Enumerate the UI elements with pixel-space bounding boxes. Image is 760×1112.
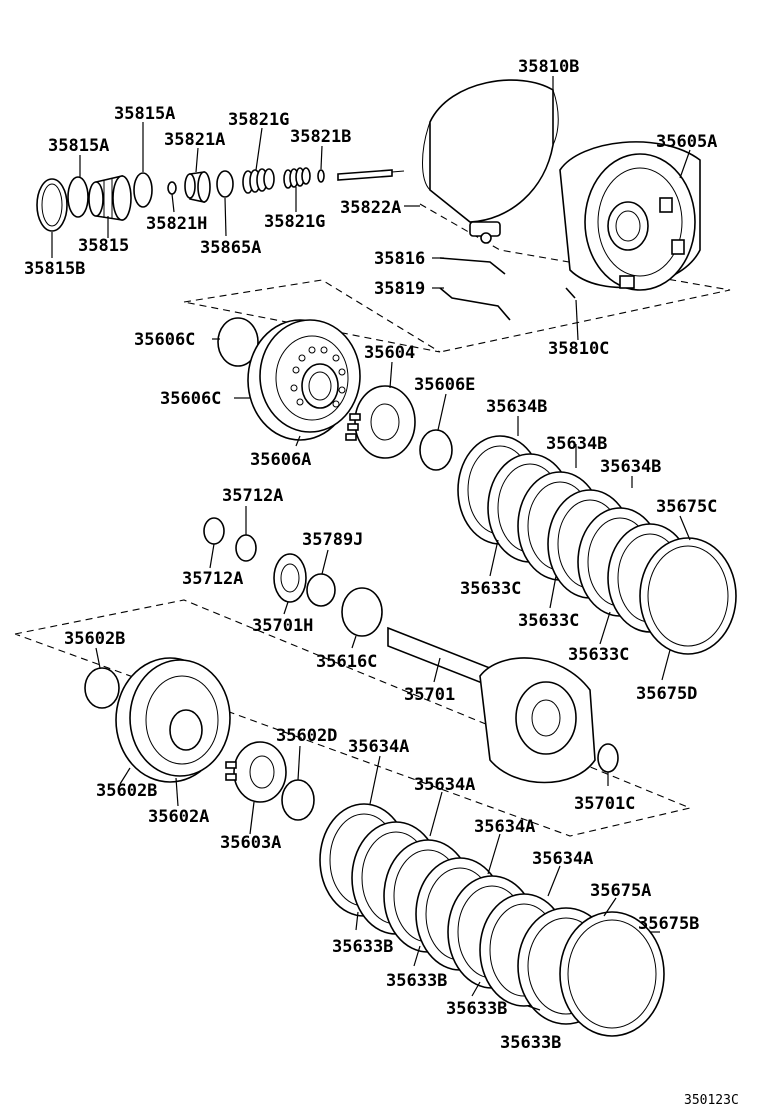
label-35865A: 35865A [200, 238, 261, 258]
snap-ring-35602D [281, 779, 315, 821]
clutch-piston-35602A [115, 657, 231, 783]
label-35633C-1: 35633C [460, 579, 521, 599]
label-35634B-3: 35634B [600, 457, 661, 477]
label-35606A: 35606A [250, 450, 311, 470]
label-35633C-3: 35633C [568, 645, 629, 665]
label-35604: 35604 [364, 343, 415, 363]
label-35712A-bot: 35712A [182, 569, 243, 589]
servo-piston-35821A [184, 171, 211, 203]
label-35606C-top: 35606C [134, 330, 195, 350]
label-35821H: 35821H [146, 214, 207, 234]
washer-35789J [306, 573, 336, 607]
label-35810C: 35810C [548, 339, 609, 359]
label-35634B-2: 35634B [546, 434, 607, 454]
label-35602D: 35602D [276, 726, 337, 746]
label-35633B-3: 35633B [446, 999, 507, 1019]
drum-35605A [559, 141, 701, 291]
label-35616C: 35616C [316, 652, 377, 672]
label-35633B-4: 35633B [500, 1033, 561, 1053]
snap-ring-35606E [419, 429, 453, 471]
ring-35865A [216, 170, 234, 198]
label-35634A-4: 35634A [532, 849, 593, 869]
label-35675D: 35675D [636, 684, 697, 704]
pin-35810C [565, 287, 576, 299]
label-35815: 35815 [78, 236, 129, 256]
label-35821G-top: 35821G [228, 110, 289, 130]
spring-retainer-35603A [225, 741, 287, 803]
label-35701C: 35701C [574, 794, 635, 814]
label-35633B-2: 35633B [386, 971, 447, 991]
thrust-washer-35712A-top [203, 517, 225, 545]
clutch-pack-c [457, 435, 737, 655]
pin-35816 [439, 257, 506, 275]
label-35822A: 35822A [340, 198, 401, 218]
label-35634A-1: 35634A [348, 737, 409, 757]
label-35815B: 35815B [24, 259, 85, 279]
label-35712A-top: 35712A [222, 486, 283, 506]
spring-retainer-35604 [345, 385, 416, 459]
shaft-hub-35701 [387, 626, 596, 784]
label-35634A-2: 35634A [414, 775, 475, 795]
clutch-pack-b [319, 803, 665, 1037]
label-35821B: 35821B [290, 127, 351, 147]
label-35602B-bot: 35602B [96, 781, 157, 801]
part-labels: 35810B 35605A 35815A 35815A 35821A 35821… [24, 57, 717, 1053]
label-35633B-1: 35633B [332, 937, 393, 957]
outline-clutch-b [14, 599, 692, 837]
label-35816: 35816 [374, 249, 425, 269]
label-35634B-1: 35634B [486, 397, 547, 417]
thrust-bearing-35701H [273, 553, 307, 603]
clip-35821B [317, 169, 325, 183]
servo-parts [36, 167, 405, 232]
label-35701: 35701 [404, 685, 455, 705]
label-35815A-top: 35815A [114, 104, 175, 124]
thrust-washer-35712A-bot [235, 534, 257, 562]
label-35606C-bot: 35606C [160, 389, 221, 409]
ring-35616C [341, 587, 383, 637]
label-35633C-2: 35633C [518, 611, 579, 631]
o-ring-35815A-left [67, 176, 89, 218]
label-35821G-bot: 35821G [264, 212, 325, 232]
label-35819: 35819 [374, 279, 425, 299]
label-35815A-left: 35815A [48, 136, 109, 156]
strut-35819 [439, 287, 511, 321]
label-35602A: 35602A [148, 807, 209, 827]
o-ring-35602B [84, 667, 120, 709]
label-35605A: 35605A [656, 132, 717, 152]
diagram-code: 350123C [684, 1093, 739, 1108]
spring-35821G-inner [283, 167, 311, 189]
label-35603A: 35603A [220, 833, 281, 853]
label-35675A: 35675A [590, 881, 651, 901]
label-35675C: 35675C [656, 497, 717, 517]
label-35789J: 35789J [302, 530, 363, 550]
label-35602B-top: 35602B [64, 629, 125, 649]
washer-35701C [597, 743, 619, 773]
rod-35822A [337, 169, 405, 181]
brake-band-35810B [422, 79, 559, 244]
servo-piston-35815 [88, 174, 132, 221]
leader-lines [51, 76, 691, 1011]
label-35606E: 35606E [414, 375, 475, 395]
o-ring-35815A-right [133, 172, 153, 208]
label-35821A: 35821A [164, 130, 225, 150]
label-35810B: 35810B [518, 57, 579, 77]
label-35701H: 35701H [252, 616, 313, 636]
label-35634A-3: 35634A [474, 817, 535, 837]
o-ring-35606C [217, 317, 259, 367]
clutch-piston-35606A [247, 319, 361, 441]
spring-35821G-outer [242, 168, 275, 194]
washer-35821H [167, 181, 177, 195]
label-35675B: 35675B [638, 914, 699, 934]
